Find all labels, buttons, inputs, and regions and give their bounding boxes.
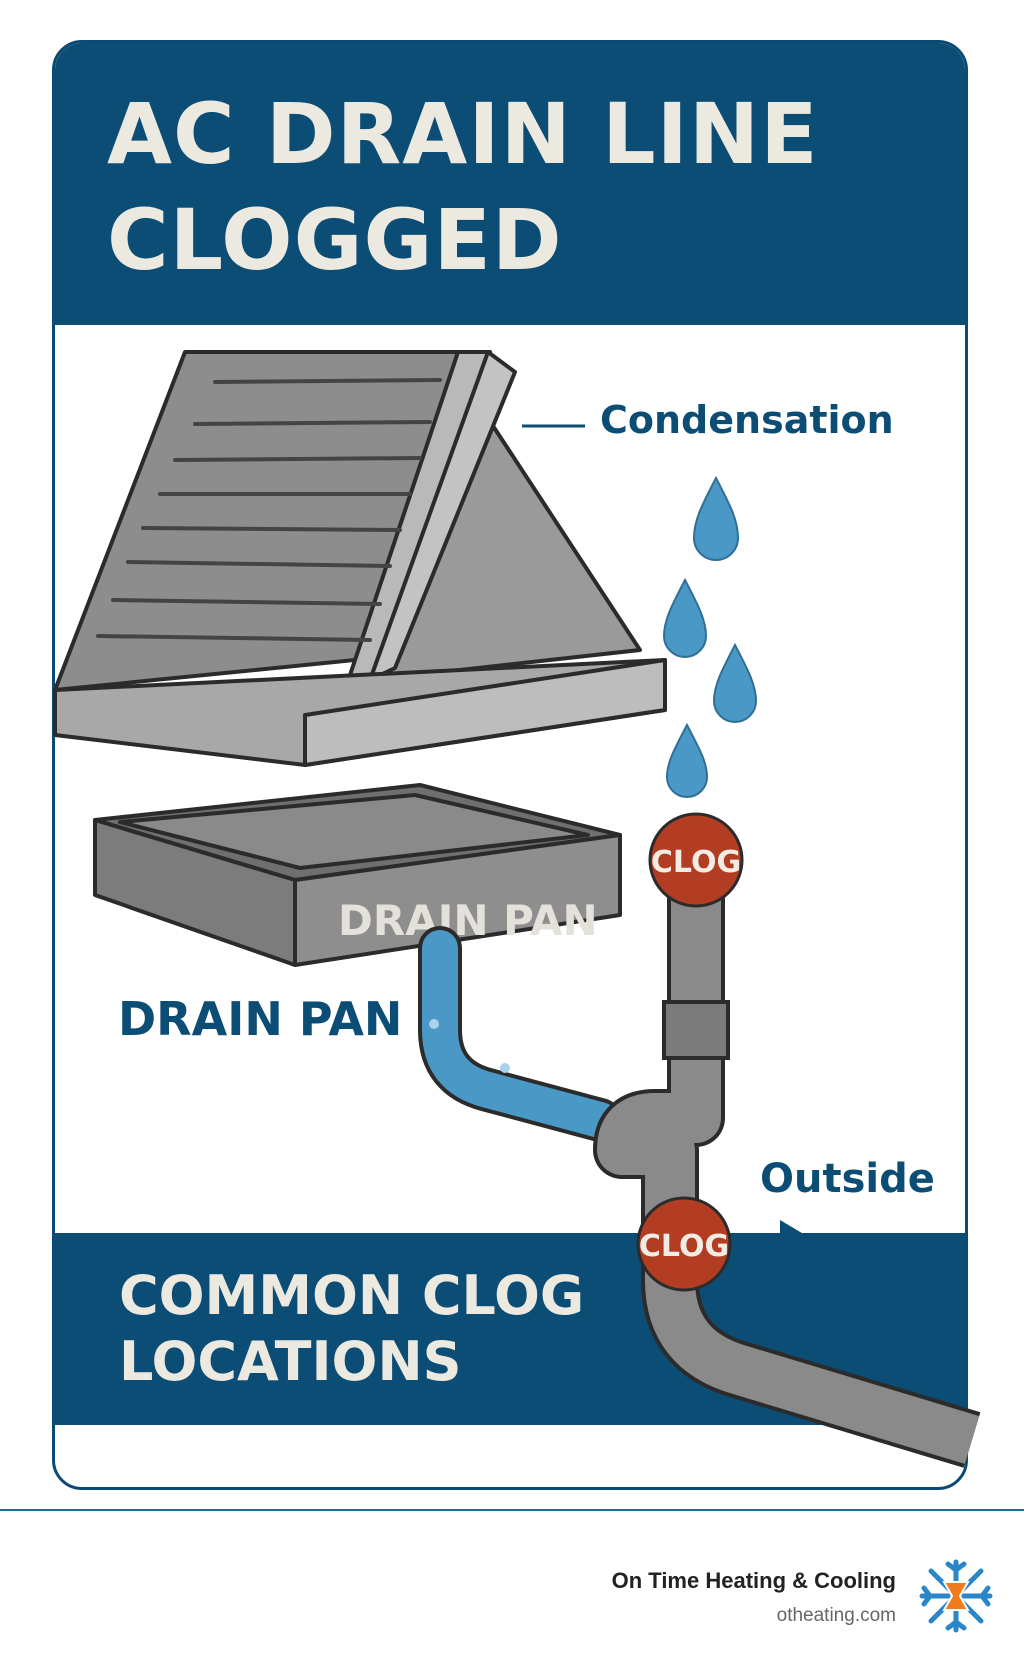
drain-pan-icon bbox=[93, 783, 622, 967]
drain-diagram: Condensation DRAIN PAN DRAIN PAN Outside… bbox=[53, 350, 981, 1468]
water-droplets bbox=[662, 475, 758, 798]
title-band bbox=[55, 43, 965, 325]
infographic-card: AC DRAIN LINE CLOGGED COMMON CLOG LOCATI… bbox=[52, 40, 968, 1490]
svg-text:CLOG: CLOG bbox=[639, 1229, 729, 1264]
clog-marker-upper: CLOG bbox=[648, 812, 744, 908]
outside-arrow-icon bbox=[720, 1220, 822, 1270]
outside-label: Outside bbox=[760, 1156, 935, 1202]
brand-logo-icon bbox=[919, 1559, 993, 1633]
droplet-icon bbox=[692, 475, 740, 561]
droplet-icon bbox=[665, 722, 709, 798]
drain-pan-stamp: DRAIN PAN bbox=[338, 896, 598, 945]
page-title: AC DRAIN LINE CLOGGED bbox=[107, 81, 819, 293]
brand-name: On Time Heating & Cooling bbox=[611, 1568, 896, 1593]
clog-marker-lower: CLOG bbox=[636, 1196, 732, 1292]
title-line-1: AC DRAIN LINE bbox=[107, 85, 819, 183]
drain-pan-label: DRAIN PAN bbox=[118, 992, 402, 1046]
water-flow bbox=[418, 926, 622, 1142]
common-clog-heading: COMMON CLOG LOCATIONS bbox=[119, 1264, 585, 1393]
brand-site: otheating.com bbox=[776, 1605, 896, 1626]
svg-text:CLOG: CLOG bbox=[651, 845, 741, 880]
condensation-label: Condensation bbox=[600, 398, 894, 442]
droplet-icon bbox=[662, 577, 708, 658]
title-line-2: CLOGGED bbox=[107, 191, 563, 289]
evaporator-coil-icon bbox=[53, 350, 667, 767]
footer-divider bbox=[0, 1509, 1024, 1511]
droplet-icon bbox=[712, 642, 758, 723]
pipe-coupling bbox=[662, 1000, 730, 1060]
